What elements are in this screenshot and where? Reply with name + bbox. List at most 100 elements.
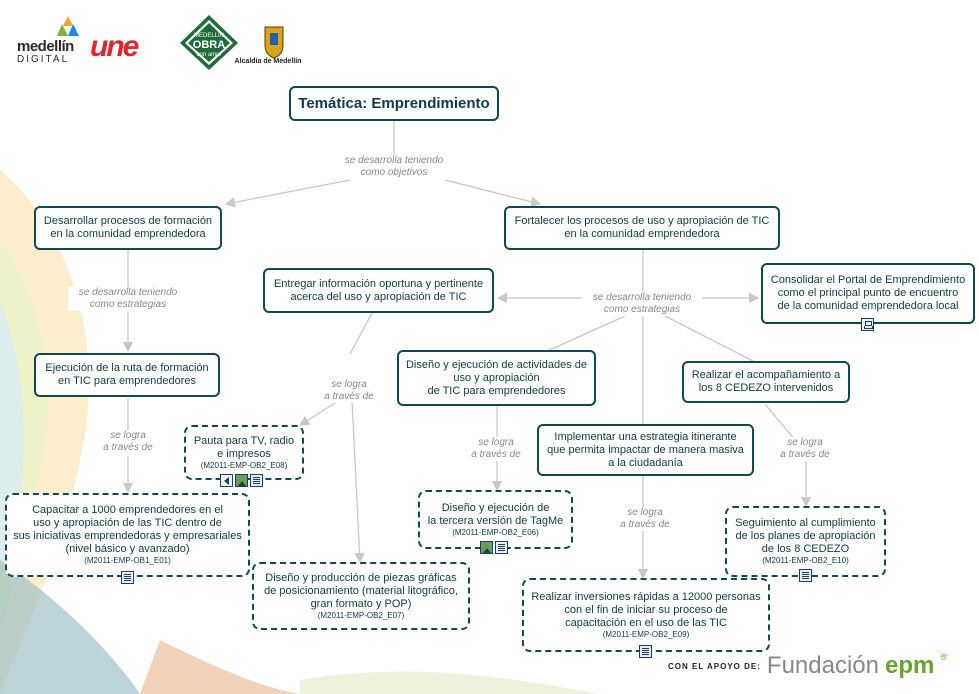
link-text: se desarrolla teniendo xyxy=(68,287,188,299)
link-text: a través de xyxy=(610,519,680,531)
obra-line3: con amor xyxy=(196,52,221,58)
fundacion-text: Fundación xyxy=(767,652,879,680)
node-text: e impresos xyxy=(217,448,271,461)
concept-map-icon[interactable] xyxy=(861,318,874,331)
image-icon[interactable] xyxy=(235,474,248,487)
node-text: como el principal punto de encuentro xyxy=(778,287,958,300)
node-text: en TIC para emprendedores xyxy=(58,375,196,388)
document-icon[interactable] xyxy=(121,571,134,584)
node-text: Realizar inversiones rápidas a 12000 per… xyxy=(531,591,760,604)
document-icon[interactable] xyxy=(799,569,812,582)
node-text: Capacitar a 1000 emprendedores en el xyxy=(32,504,223,517)
node-text: Implementar una estrategia itinerante xyxy=(554,431,736,444)
link-estrategias-right: se desarrolla teniendo como estrategias xyxy=(582,292,702,316)
link-text: se logra xyxy=(93,430,163,442)
e10-resources xyxy=(799,569,812,582)
epm-text: epm xyxy=(885,652,934,680)
node-text: en la comunidad emprendedora xyxy=(50,228,205,241)
node-text: uso y apropiación de las TIC dentro de xyxy=(33,517,222,530)
node-estrategia-portal[interactable]: Consolidar el Portal de Emprendimiento c… xyxy=(761,263,975,324)
node-estrategia-actividades[interactable]: Diseño y ejecución de actividades de uso… xyxy=(397,350,596,406)
link-text: se logra xyxy=(314,379,384,391)
audio-icon[interactable] xyxy=(220,474,233,487)
support-text: CON EL APOYO DE: xyxy=(668,662,761,671)
link-text: a través de xyxy=(770,449,840,461)
une-logo: une xyxy=(90,30,137,64)
node-e07-piezas-graficas[interactable]: Diseño y producción de piezas gráficas d… xyxy=(252,562,470,630)
node-estrategia-cedezo[interactable]: Realizar el acompañamiento a los 8 CEDEZ… xyxy=(682,361,850,403)
document-icon[interactable] xyxy=(639,645,652,658)
node-e10-seguimiento[interactable]: Seguimiento al cumplimiento de los plane… xyxy=(725,506,886,577)
node-code: (M2011-EMP-OB2_E06) xyxy=(452,528,539,538)
link-logra-itinerante: se logra a través de xyxy=(610,507,680,531)
alcaldia-logo: Alcaldía de Medellín xyxy=(248,25,300,70)
link-text: se desarrolla teniendo xyxy=(582,292,702,304)
root-node-tematica[interactable]: Temática: Emprendimiento xyxy=(289,86,499,121)
e06-resources xyxy=(480,541,508,554)
link-text: a través de xyxy=(314,391,384,403)
node-text: que permita impactar de manera masiva xyxy=(547,444,744,457)
alcaldia-text: Alcaldía de Medellín xyxy=(228,58,308,65)
document-icon[interactable] xyxy=(495,541,508,554)
node-code: (M2011-EMP-OB2_E10) xyxy=(762,556,849,566)
node-text: a la ciudadanía xyxy=(608,457,683,470)
node-text: en la comunidad emprendedora xyxy=(564,228,719,241)
link-text: como estrategias xyxy=(582,304,702,316)
link-text: se desarrolla teniendo xyxy=(332,155,456,167)
node-text: con el fin de iniciar su proceso de xyxy=(564,604,727,617)
node-text: la tercera versión de TagMe xyxy=(428,515,564,528)
medellin-digital-mark-icon xyxy=(57,16,79,38)
node-objetivo-fortalecer[interactable]: Fortalecer los procesos de uso y apropia… xyxy=(504,206,780,250)
node-text: Seguimiento al cumplimiento xyxy=(735,517,876,530)
node-estrategia-itinerante[interactable]: Implementar una estrategia itinerante qu… xyxy=(537,424,754,476)
registered-mark: ® xyxy=(940,652,947,662)
node-code: (M2011-EMP-OB1_E01) xyxy=(84,556,171,566)
node-text: Diseño y ejecución de xyxy=(442,502,550,515)
document-icon[interactable] xyxy=(250,474,263,487)
link-text: a través de xyxy=(461,449,531,461)
link-text: como objetivos xyxy=(332,167,456,179)
node-e09-inversiones[interactable]: Realizar inversiones rápidas a 12000 per… xyxy=(522,578,770,652)
node-text: Ejecución de la ruta de formación xyxy=(45,362,208,375)
node-text: de los planes de apropiación xyxy=(735,530,875,543)
e01-resources xyxy=(121,571,134,584)
node-text: los 8 CEDEZO intervenidos xyxy=(699,382,834,395)
node-text: de los 8 CEDEZO xyxy=(762,543,849,556)
node-text: de TIC para emprendedores xyxy=(428,385,566,398)
e09-resources xyxy=(639,645,652,658)
node-estrategia-ruta-formacion[interactable]: Ejecución de la ruta de formación en TIC… xyxy=(34,353,220,397)
image-icon[interactable] xyxy=(480,541,493,554)
node-code: (M2011-EMP-OB2_E08) xyxy=(201,461,288,471)
node-text: sus iniciativas emprendedoras y empresar… xyxy=(13,530,242,543)
node-text: Diseño y producción de piezas gráficas xyxy=(265,572,456,585)
node-text: de la comunidad emprendedora local xyxy=(777,300,958,313)
node-text: Realizar el acompañamiento a xyxy=(692,369,841,382)
link-text: a través de xyxy=(93,442,163,454)
medellin-logo-text: medellín xyxy=(17,38,74,55)
node-objetivo-formacion[interactable]: Desarrollar procesos de formación en la … xyxy=(34,206,222,250)
medellin-digital-logo: medellín DIGITAL xyxy=(17,16,81,66)
node-text: de posicionamiento (material litográfico… xyxy=(264,585,458,598)
obra-line1: MEDELLÍN xyxy=(194,32,224,39)
link-text: como estrategias xyxy=(68,299,188,311)
link-estrategias-left: se desarrolla teniendo como estrategias xyxy=(68,287,188,311)
node-text: (nivel básico y avanzado) xyxy=(65,543,189,556)
link-objetivos: se desarrolla teniendo como objetivos xyxy=(332,155,456,179)
node-text: capacitación en el uso de las TIC xyxy=(565,617,727,630)
node-text: Desarrollar procesos de formación xyxy=(44,215,212,228)
obra-line2: OBRA xyxy=(193,39,225,51)
node-e08-pauta[interactable]: Pauta para TV, radio e impresos (M2011-E… xyxy=(184,425,304,480)
e08-resources xyxy=(220,474,263,487)
link-text: se logra xyxy=(461,437,531,449)
node-e01-capacitar[interactable]: Capacitar a 1000 emprendedores en el uso… xyxy=(5,493,250,577)
link-logra-cedezo: se logra a través de xyxy=(770,437,840,461)
node-text: gran formato y POP) xyxy=(311,598,412,611)
node-text: Entregar información oportuna y pertinen… xyxy=(274,278,483,291)
node-estrategia-informacion[interactable]: Entregar información oportuna y pertinen… xyxy=(263,268,494,313)
coat-of-arms-icon xyxy=(248,25,300,59)
node-code: (M2011-EMP-OB2_E07) xyxy=(318,611,405,621)
node-text: uso y apropiación xyxy=(453,372,539,385)
node-text: Pauta para TV, radio xyxy=(194,435,294,448)
node-text: Diseño y ejecución de actividades de xyxy=(406,359,587,372)
